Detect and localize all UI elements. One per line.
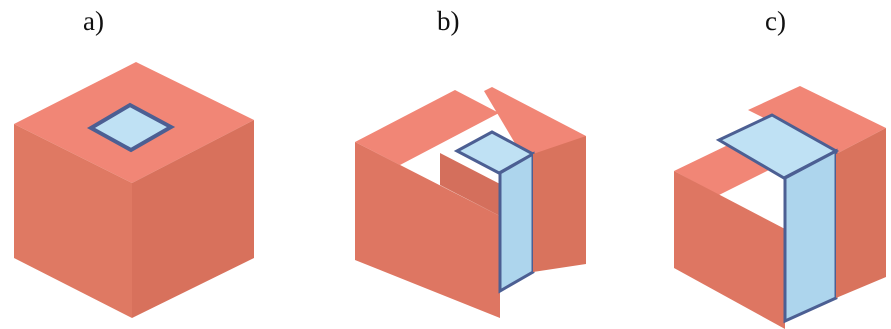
cube-b-right-face [533, 136, 586, 272]
cube-b-left-face [355, 142, 500, 318]
cube-c-right-face [836, 128, 886, 298]
cube-c-left-face [674, 171, 785, 329]
cube-c-insert-front [783, 148, 838, 324]
cube-a-right-face [132, 120, 254, 318]
cube-c [674, 86, 886, 329]
cube-b [355, 87, 586, 318]
cube-a-left-face [14, 124, 132, 318]
cube-c-top-face-right [748, 86, 886, 154]
cube-b-insert-front [498, 151, 535, 294]
cube-a-insert-square [86, 102, 176, 153]
cube-a [14, 62, 254, 318]
panel-label-c: c) [765, 6, 786, 36]
cube-b-left-face-notch [440, 153, 500, 216]
cube-b-top-face-left [355, 90, 499, 165]
cube-b-top-face-right [484, 87, 586, 161]
panel-label-a: a) [83, 6, 104, 36]
panel-label-b: b) [437, 6, 460, 36]
